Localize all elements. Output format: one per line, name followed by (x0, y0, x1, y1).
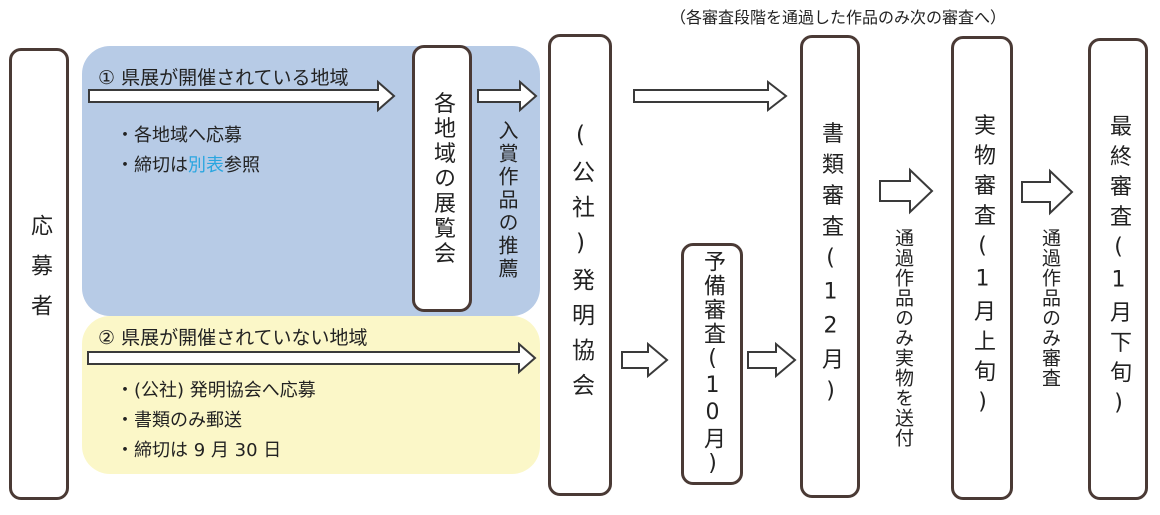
arrow-exhibition-to-association (477, 79, 538, 113)
preliminary-box: 予備審査(10月) (681, 243, 743, 485)
document-review-box: 書類審査(12月) (800, 35, 860, 498)
region-yellow (82, 316, 540, 474)
appendix-table-link[interactable]: 別表 (188, 155, 224, 176)
final-note: 通過作品のみ審査 (1039, 228, 1061, 388)
arrow-association-to-preliminary (621, 341, 669, 379)
document-review-label: 書類審査(12月) (818, 121, 843, 412)
local-exhibition-box: 各地域の展覧会 (412, 45, 472, 312)
arrow-association-to-document (633, 79, 788, 113)
arrow-region2-to-association (87, 341, 537, 375)
region2-title: ② 県展が開催されていない地域 (98, 327, 368, 349)
physical-review-label: 実物審査(1月上旬) (970, 113, 995, 423)
physical-review-box: 実物審査(1月上旬) (951, 36, 1013, 500)
recommend-label: 入賞作品の推薦 (495, 120, 519, 281)
region2-bullet-apply: ・(公社) 発明協会へ応募 (116, 380, 316, 401)
applicant-label: 応募者 (27, 214, 52, 334)
region1-bullet-apply: ・各地域へ応募 (116, 125, 242, 146)
region2-bullet-mail: ・書類のみ郵送 (116, 410, 242, 431)
local-exhibition-label: 各地域の展覧会 (430, 91, 455, 266)
final-review-box: 最終審査(1月下旬) (1088, 38, 1148, 500)
region2-bullet-deadline: ・締切は 9 月 30 日 (116, 440, 282, 461)
applicant-box: 応募者 (9, 48, 69, 500)
final-review-label: 最終審査(1月下旬) (1106, 114, 1131, 424)
region1-title: ① 県展が開催されている地域 (98, 67, 349, 89)
association-label: (公社)発明協会 (567, 122, 594, 408)
arrow-preliminary-to-document (747, 341, 797, 379)
region1-bullet-deadline: ・締切は別表参照 (116, 151, 260, 177)
arrow-region1-to-exhibition (88, 79, 396, 113)
deadline-prefix: ・締切は (116, 155, 188, 176)
arrow-physical-to-final (1021, 168, 1074, 216)
top-note: （各審査段階を通過した作品のみ次の審査へ） (670, 8, 1007, 27)
preliminary-label: 予備審査(10月) (700, 250, 725, 478)
arrow-document-to-physical (879, 167, 934, 215)
deadline-suffix: 参照 (224, 155, 260, 176)
ship-note: 通過作品のみ実物を送付 (892, 228, 914, 448)
association-box: (公社)発明協会 (548, 34, 612, 496)
